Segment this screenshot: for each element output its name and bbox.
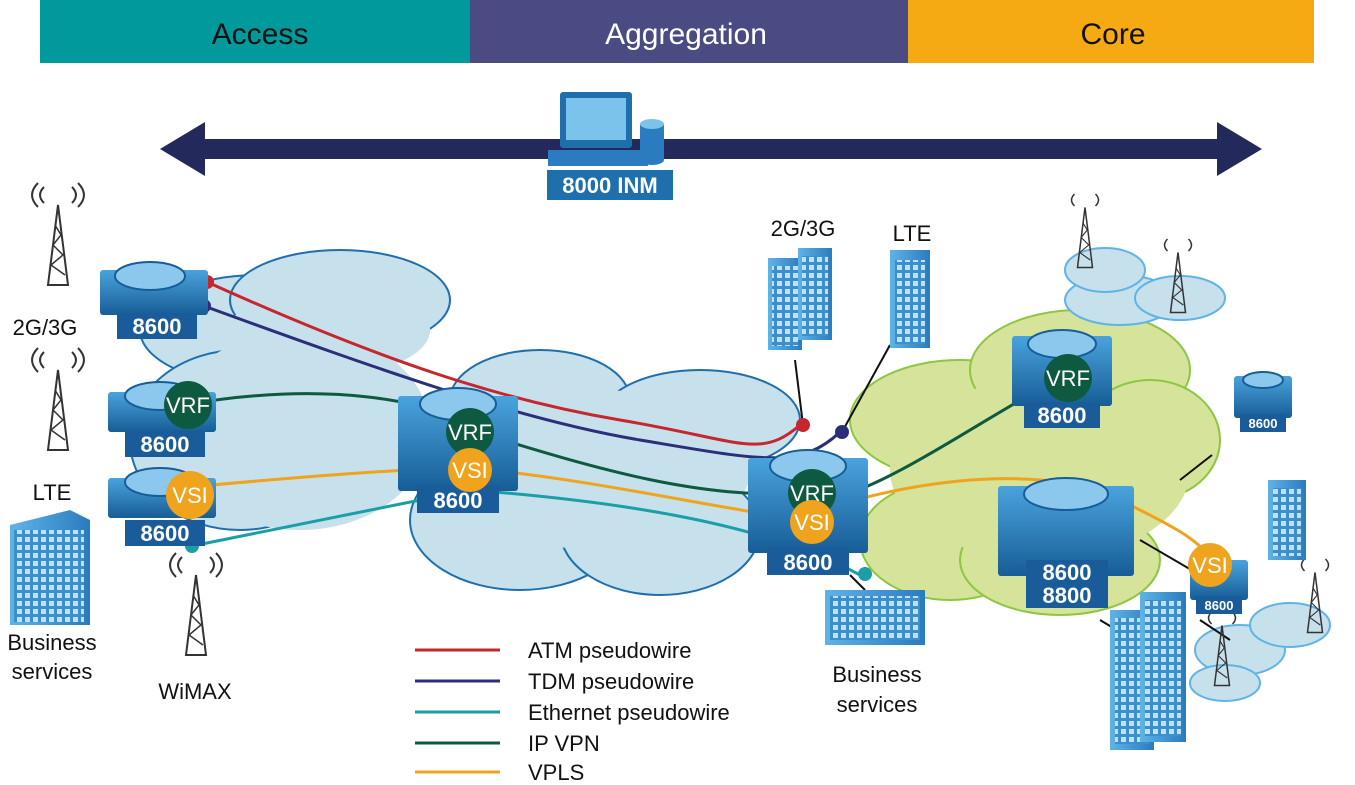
router-label: 8600 bbox=[133, 314, 182, 339]
label-business-mid-2: services bbox=[837, 692, 918, 717]
server-rack-icon bbox=[890, 250, 930, 348]
label-business-mid-1: Business bbox=[832, 662, 921, 687]
svg-text:IP VPN: IP VPN bbox=[528, 731, 600, 756]
cell-tower-icon bbox=[31, 182, 85, 286]
router-hub: 8600 bbox=[748, 449, 868, 575]
legend-item-ethernet: Ethernet pseudowire bbox=[415, 700, 730, 725]
link-line bbox=[841, 344, 891, 433]
switch-label-top: 8600 bbox=[1043, 560, 1092, 585]
vsi-badge: VSI bbox=[1188, 543, 1232, 587]
vrf-badge: VRF bbox=[446, 408, 494, 456]
router-label: 8600 bbox=[1205, 598, 1234, 613]
core-label: Core bbox=[1080, 18, 1145, 51]
label-2g3g-left: 2G/3G bbox=[13, 315, 78, 340]
router-label: 8600 bbox=[1038, 403, 1087, 428]
router-label: 8600 bbox=[141, 521, 190, 546]
svg-text:VRF: VRF bbox=[166, 393, 210, 418]
svg-text:TDM pseudowire: TDM pseudowire bbox=[528, 669, 694, 694]
label-business-left-2: services bbox=[12, 659, 93, 684]
small-clouds bbox=[1064, 247, 1331, 702]
cell-tower-icon bbox=[169, 552, 223, 656]
router-label: 8600 bbox=[1249, 416, 1278, 431]
segment-header: Access Aggregation Core bbox=[40, 0, 1314, 63]
vsi-badge: VSI bbox=[166, 471, 214, 519]
atm-pseudowire-line bbox=[206, 280, 801, 446]
legend-item-tdm: TDM pseudowire bbox=[415, 669, 694, 694]
access-band bbox=[40, 0, 470, 63]
label-business-left-1: Business bbox=[7, 630, 96, 655]
cell-tower-icon bbox=[1163, 238, 1193, 314]
switch-label-bottom: 8800 bbox=[1043, 583, 1092, 608]
router-label: 8600 bbox=[784, 550, 833, 575]
router-access-1: 8600 bbox=[100, 261, 208, 339]
router-icon bbox=[1027, 329, 1097, 359]
server-rack-icon bbox=[1268, 480, 1306, 560]
router-icon bbox=[1023, 477, 1109, 511]
aggregation-label: Aggregation bbox=[605, 18, 767, 51]
svg-text:VSI: VSI bbox=[452, 458, 487, 483]
svg-text:Ethernet pseudowire: Ethernet pseudowire bbox=[528, 700, 730, 725]
router-label: 8600 bbox=[141, 432, 190, 457]
server-rack-icon bbox=[1110, 592, 1186, 750]
vrf-badge: VRF bbox=[164, 381, 212, 429]
svg-text:VPLS: VPLS bbox=[528, 760, 584, 785]
link-line bbox=[849, 574, 866, 591]
database-icon bbox=[640, 119, 664, 165]
vrf-badge: VRF bbox=[1044, 354, 1092, 402]
svg-text:VSI: VSI bbox=[794, 510, 829, 535]
inm-label: 8000 INM bbox=[562, 173, 657, 198]
svg-text:VSI: VSI bbox=[172, 483, 207, 508]
label-lte-mid: LTE bbox=[893, 221, 932, 246]
link-line bbox=[1199, 619, 1231, 641]
label-2g3g-mid: 2G/3G bbox=[771, 216, 836, 241]
svg-text:VRF: VRF bbox=[448, 420, 492, 445]
cell-tower-icon bbox=[31, 347, 85, 451]
vsi-badge: VSI bbox=[790, 500, 834, 544]
server-rack-icon bbox=[768, 248, 832, 350]
access-label: Access bbox=[212, 18, 309, 51]
legend-item-ipvpn: IP VPN bbox=[415, 731, 600, 756]
router-label: 8600 bbox=[434, 488, 483, 513]
legend-item-vpls: VPLS bbox=[415, 760, 584, 785]
vsi-badge: VSI bbox=[448, 448, 492, 492]
svg-text:VSI: VSI bbox=[1192, 553, 1227, 578]
business-building-icon bbox=[10, 510, 90, 625]
link-line bbox=[1179, 454, 1213, 481]
router-icon bbox=[114, 261, 186, 291]
core-switch: 8600 8800 bbox=[998, 477, 1134, 608]
router-icon bbox=[1242, 371, 1284, 389]
inm-workstation: 8000 INM bbox=[547, 92, 673, 200]
link-line bbox=[794, 359, 804, 426]
svg-text:ATM pseudowire: ATM pseudowire bbox=[528, 638, 691, 663]
management-arrow bbox=[160, 122, 1262, 176]
cell-tower-icon bbox=[1070, 193, 1100, 269]
router-core-small-1: 8600 bbox=[1234, 371, 1292, 432]
core-band bbox=[908, 0, 1314, 63]
aggregation-band bbox=[470, 0, 908, 63]
svg-text:VRF: VRF bbox=[1046, 366, 1090, 391]
legend-item-atm: ATM pseudowire bbox=[415, 638, 691, 663]
label-lte-left: LTE bbox=[33, 480, 72, 505]
cell-tower-icon bbox=[1300, 558, 1330, 634]
legend: ATM pseudowire TDM pseudowire Ethernet p… bbox=[415, 638, 730, 785]
label-wimax: WiMAX bbox=[158, 679, 232, 704]
business-building-icon bbox=[825, 590, 925, 645]
